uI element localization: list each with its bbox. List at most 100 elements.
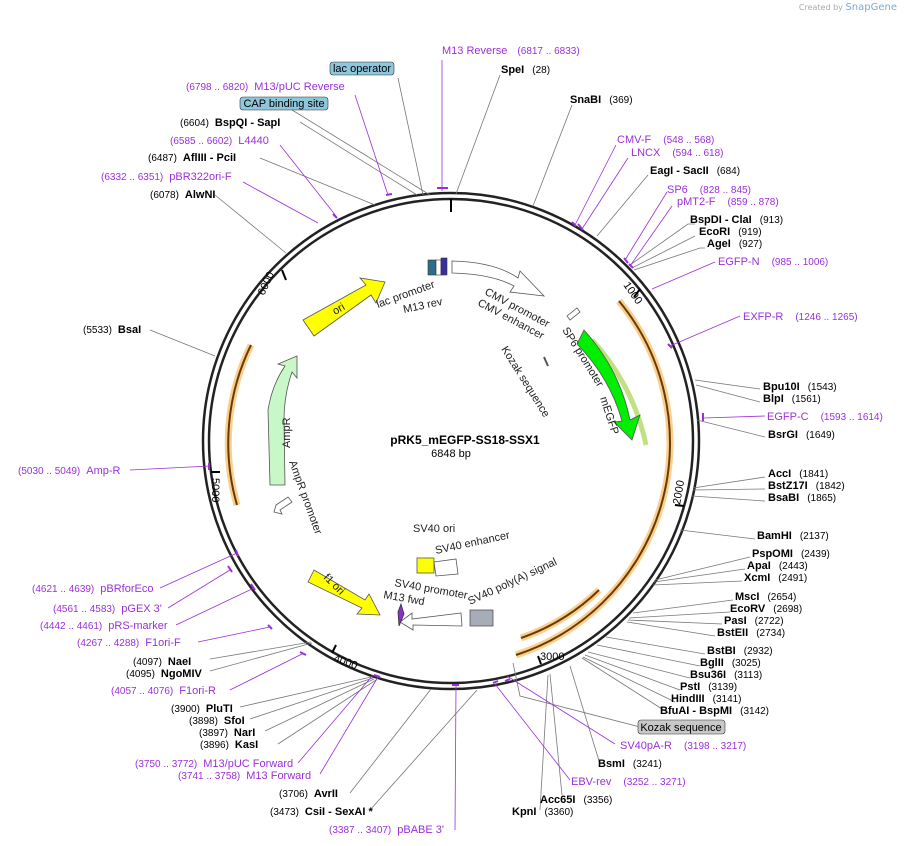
enzyme-label: KpnI(3360) — [512, 806, 573, 818]
primer-label: (3387 .. 3407)pBABE 3' — [329, 824, 444, 836]
enzyme-label: (3900)PluTI — [171, 703, 233, 715]
feature-M13-fwd — [397, 602, 405, 627]
box-label: CAP binding site — [243, 98, 324, 110]
feature-label: ori — [331, 301, 348, 318]
box-cap-binding-site: CAP binding site — [239, 96, 329, 111]
enzyme-label: (3897)NarI — [199, 727, 255, 739]
enzyme-label: AgeI(927) — [707, 238, 762, 250]
primer-label: (4561 .. 4583)pGEX 3' — [53, 603, 162, 615]
feature-AmpR-promoter — [273, 496, 293, 515]
enzyme-label: Acc65I(3356) — [540, 794, 612, 806]
enzyme-label: AccI(1841) — [768, 468, 828, 480]
enzyme-label: HindIII(3141) — [671, 693, 742, 705]
enzyme-label: BsrGI(1649) — [768, 429, 835, 441]
enzyme-label: BspDI - ClaI(913) — [690, 214, 783, 226]
enzyme-label: BfuAI - BspMI(3142) — [660, 705, 769, 717]
enzyme-label: BstZ17I(1842) — [768, 480, 845, 492]
feature-label: AmpR — [281, 417, 293, 448]
enzyme-label: MscI(2654) — [735, 591, 796, 603]
feature-label: Kozak sequence — [498, 344, 551, 419]
tick-label: 6000 — [256, 270, 277, 297]
enzyme-label: PspOMI(2439) — [752, 548, 830, 560]
enzyme-label: (3896)KasI — [200, 739, 258, 751]
enzyme-label: (4097)NaeI — [133, 656, 191, 668]
enzyme-label: BstBI(2932) — [707, 645, 773, 657]
box-kozak-sequence: Kozak sequence — [637, 719, 726, 735]
enzyme-label: SnaBI(369) — [570, 94, 633, 106]
enzyme-label: BsaBI(1865) — [768, 492, 836, 504]
primer-label: EXFP-R(1246 .. 1265) — [743, 311, 858, 323]
feature-label: SV40 poly(A) signal — [466, 556, 559, 608]
feature-lac-promoter — [427, 257, 448, 276]
enzyme-label: BglII(3025) — [700, 657, 761, 669]
primer-label: (6332 .. 6351)pBR322ori-F — [101, 171, 232, 183]
feature-label: AmpR promoter — [286, 459, 324, 536]
enzyme-label: (3473)CsiI - SexAI * — [270, 806, 373, 818]
enzyme-labels: SpeI(28) SnaBI(369) EagI - SacII(684) Bs… — [83, 64, 845, 818]
primer-label: M13 Reverse(6817 .. 6833) — [442, 45, 580, 57]
primer-label: (5030 .. 5049)Amp-R — [18, 465, 121, 477]
enzyme-label: EcoRI(919) — [699, 226, 762, 238]
feature-mEGFP — [576, 329, 641, 441]
enzyme-label: (6604)BspQI - SapI — [180, 117, 280, 129]
feature-SV40-ori — [416, 557, 435, 574]
feature-SP6-promoter — [566, 307, 581, 321]
tick-label: 3000 — [540, 651, 564, 663]
tick-label: 5000 — [209, 478, 221, 502]
primer-label: SP6(828 .. 845) — [667, 184, 751, 196]
primer-label: pMT2-F(859 .. 878) — [677, 196, 779, 208]
plasmid-name: pRK5_mEGFP-SS18-SSX1 — [390, 433, 540, 447]
primer-label: EGFP-N(985 .. 1006) — [718, 256, 828, 268]
primer-label: (6798 .. 6820)M13/pUC Reverse — [186, 81, 345, 93]
enzyme-label: (6078)AlwNI — [150, 189, 215, 201]
primer-label: EGFP-C(1593 .. 1614) — [767, 411, 883, 423]
plasmid-size: 6848 bp — [431, 448, 471, 460]
enzyme-label: BsmI(3241) — [598, 758, 662, 770]
primer-connectors — [129, 60, 766, 831]
primer-labels: M13 Reverse(6817 .. 6833) (6798 .. 6820)… — [18, 45, 883, 836]
feature-SV40-polyA — [469, 609, 494, 627]
enzyme-label: ApaI(2443) — [747, 560, 808, 572]
enzyme-label: PasI(2722) — [724, 615, 784, 627]
enzyme-label: XcmI(2491) — [744, 572, 807, 584]
tick-label: 4000 — [332, 653, 359, 673]
box-label: lac operator — [333, 63, 391, 75]
enzyme-connectors — [149, 74, 766, 811]
tick-label: 2000 — [671, 479, 687, 505]
enzyme-label: (3706)AvrII — [279, 788, 338, 800]
enzyme-label: Bpu10I(1543) — [763, 381, 837, 393]
enzyme-label: Bsu36I(3113) — [690, 669, 762, 681]
feature-Kozak — [543, 356, 549, 367]
primer-label: (3750 .. 3772)M13/pUC Forward — [135, 758, 293, 770]
primer-label: (4621 .. 4639)pBRforEco — [32, 583, 153, 595]
credit-prefix: Created by — [798, 3, 843, 12]
snapgene-logo: SnapGene — [845, 2, 897, 13]
primer-label: EBV-rev(3252 .. 3271) — [571, 776, 686, 788]
tick-marks — [211, 199, 685, 665]
feature-label: SV40 ori — [413, 523, 455, 535]
primer-label: (3741 .. 3758)M13 Forward — [178, 770, 311, 782]
enzyme-label: EcoRV(2698) — [730, 603, 802, 615]
enzyme-label: (5533)BsaI — [83, 324, 141, 336]
orf-arcs — [224, 298, 674, 659]
primer-label: (4267 .. 4288)F1ori-F — [77, 637, 181, 649]
enzyme-label: BlpI(1561) — [763, 393, 821, 405]
primer-label: LNCX(594 .. 618) — [631, 147, 724, 159]
primer-label: SV40pA-R(3198 .. 3217) — [620, 740, 746, 752]
enzyme-label: PstI(3139) — [680, 681, 737, 693]
enzyme-label: BstEII(2734) — [717, 627, 785, 639]
feature-SV40-enhancer — [433, 558, 459, 577]
enzyme-label: (6487)AflIII - PciI — [148, 152, 236, 164]
feature-f1-ori — [307, 569, 381, 616]
primer-markers — [208, 187, 704, 686]
feature-AmpR — [267, 355, 298, 486]
feature-ori — [302, 277, 386, 337]
enzyme-label: (4095)NgoMIV — [126, 668, 203, 680]
box-lac-operator: lac operator — [329, 61, 395, 76]
box-label: Kozak sequence — [640, 722, 721, 734]
snapgene-credit: Created by SnapGene — [799, 2, 897, 13]
enzyme-label: (3898)SfoI — [189, 715, 245, 727]
enzyme-label: EagI - SacII(684) — [650, 165, 740, 177]
primer-label: (4057 .. 4076)F1ori-R — [111, 685, 216, 697]
